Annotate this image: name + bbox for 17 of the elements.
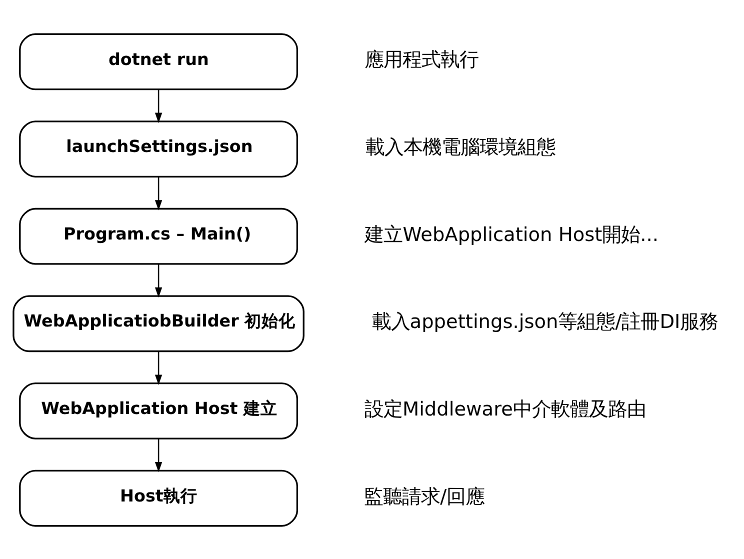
arrow — [154, 88, 162, 123]
node-box: WebApplication Host 建立 — [19, 382, 298, 439]
node-label: 建立WebApplication Host開始... — [364, 222, 659, 246]
arrow — [154, 438, 162, 472]
node-label: 應用程式執行 — [364, 48, 479, 71]
arrow — [154, 176, 162, 210]
node-label: 設定Middleware中介軟體及路由 — [364, 396, 646, 420]
node-label: 監聽請求/回應 — [364, 484, 485, 508]
node-box: launchSettings.json — [19, 120, 298, 177]
arrow — [154, 263, 162, 298]
node-box: dotnet run — [19, 32, 298, 90]
node-label: 載入本機電腦環境組態 — [365, 135, 556, 158]
node-box: WebApplicatiobBuilder 初始化 — [12, 294, 304, 352]
node-box: Program.cs – Main() — [19, 207, 298, 264]
node-label: 載入appettings.json等組態/註冊DI服務 — [372, 310, 718, 333]
node-box: Host執行 — [19, 469, 298, 526]
arrow — [154, 350, 162, 384]
